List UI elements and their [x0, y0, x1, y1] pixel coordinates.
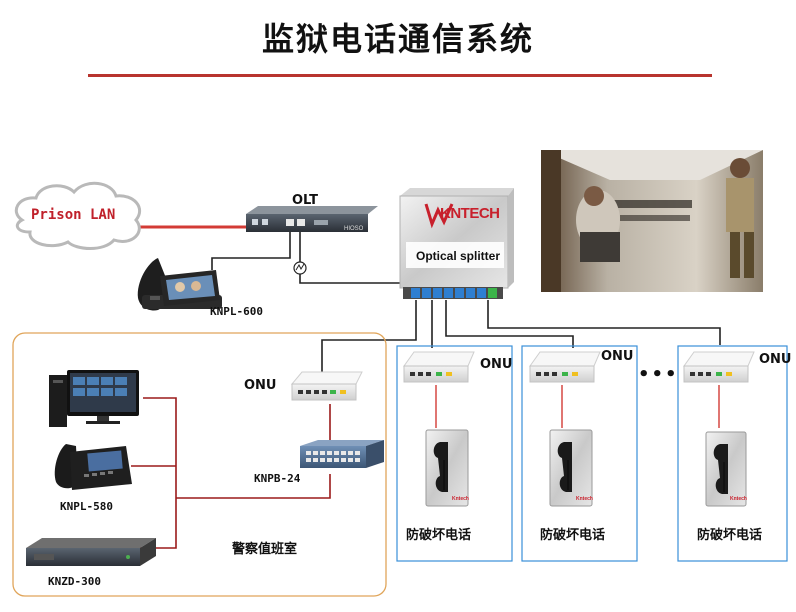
vandal-proof-phone-3	[705, 431, 747, 507]
terminal-box-1	[396, 345, 513, 562]
terminal-onu-label-3: ONU	[759, 352, 792, 367]
knzd-300-label: KNZD-300	[48, 575, 101, 588]
terminal-phone-label-3: 防破坏电话	[697, 528, 763, 543]
knpl-600-label: KNPL-600	[210, 305, 263, 318]
olt-device	[246, 206, 378, 232]
duty-room-box	[12, 332, 387, 597]
onu-to-phone-cables	[435, 385, 720, 428]
vandal-proof-phone-1	[425, 429, 469, 507]
phone-brand-2: Kntech	[576, 496, 593, 502]
page-title: 监狱电话通信系统	[261, 20, 534, 58]
knzd-300-server	[26, 538, 156, 566]
title-underline	[88, 74, 712, 77]
olt-label: OLT	[292, 193, 319, 208]
knpb-24-switch	[300, 440, 384, 468]
terminal-phone-label-1: 防破坏电话	[406, 528, 472, 543]
splitter-label: Optical splitter	[416, 249, 501, 263]
knpl-580-label: KNPL-580	[60, 500, 113, 513]
knpl-580-phone	[54, 444, 132, 490]
knpl-600-phone	[137, 258, 222, 311]
duty-onu-label: ONU	[244, 378, 277, 393]
splitter-brand: KNTECH	[440, 205, 500, 222]
prison-lan-label: Prison LAN	[31, 207, 116, 223]
duty-room-label: 警察值班室	[232, 542, 298, 557]
optical-splitter	[399, 188, 514, 299]
phone-brand-3: Kntech	[730, 496, 747, 502]
terminal-onu-label-1: ONU	[480, 357, 513, 372]
terminal-box-3	[677, 345, 788, 562]
splitter-drop-fibers	[321, 300, 721, 374]
knpb-24-label: KNPB-24	[254, 472, 301, 485]
terminal-onu-2	[529, 351, 601, 383]
olt-to-splitter-fiber	[293, 231, 410, 284]
continuation-dots: •••	[638, 364, 679, 385]
vandal-proof-phone-2	[549, 429, 593, 507]
duty-room-onu	[290, 371, 363, 401]
olt-badge: HIOSO	[344, 226, 364, 232]
terminal-onu-label-2: ONU	[601, 349, 634, 364]
phone-brand-1: Kntech	[452, 496, 469, 502]
pc-workstation	[49, 370, 139, 427]
prison-visitation-photo	[541, 150, 763, 292]
terminal-onu-3	[683, 351, 755, 383]
terminal-box-2	[521, 345, 638, 562]
olt-to-ip-phone-cable	[211, 231, 291, 270]
prison-lan-cloud	[14, 181, 142, 250]
terminal-onu-1	[403, 351, 475, 383]
terminal-phone-label-2: 防破坏电话	[540, 528, 606, 543]
